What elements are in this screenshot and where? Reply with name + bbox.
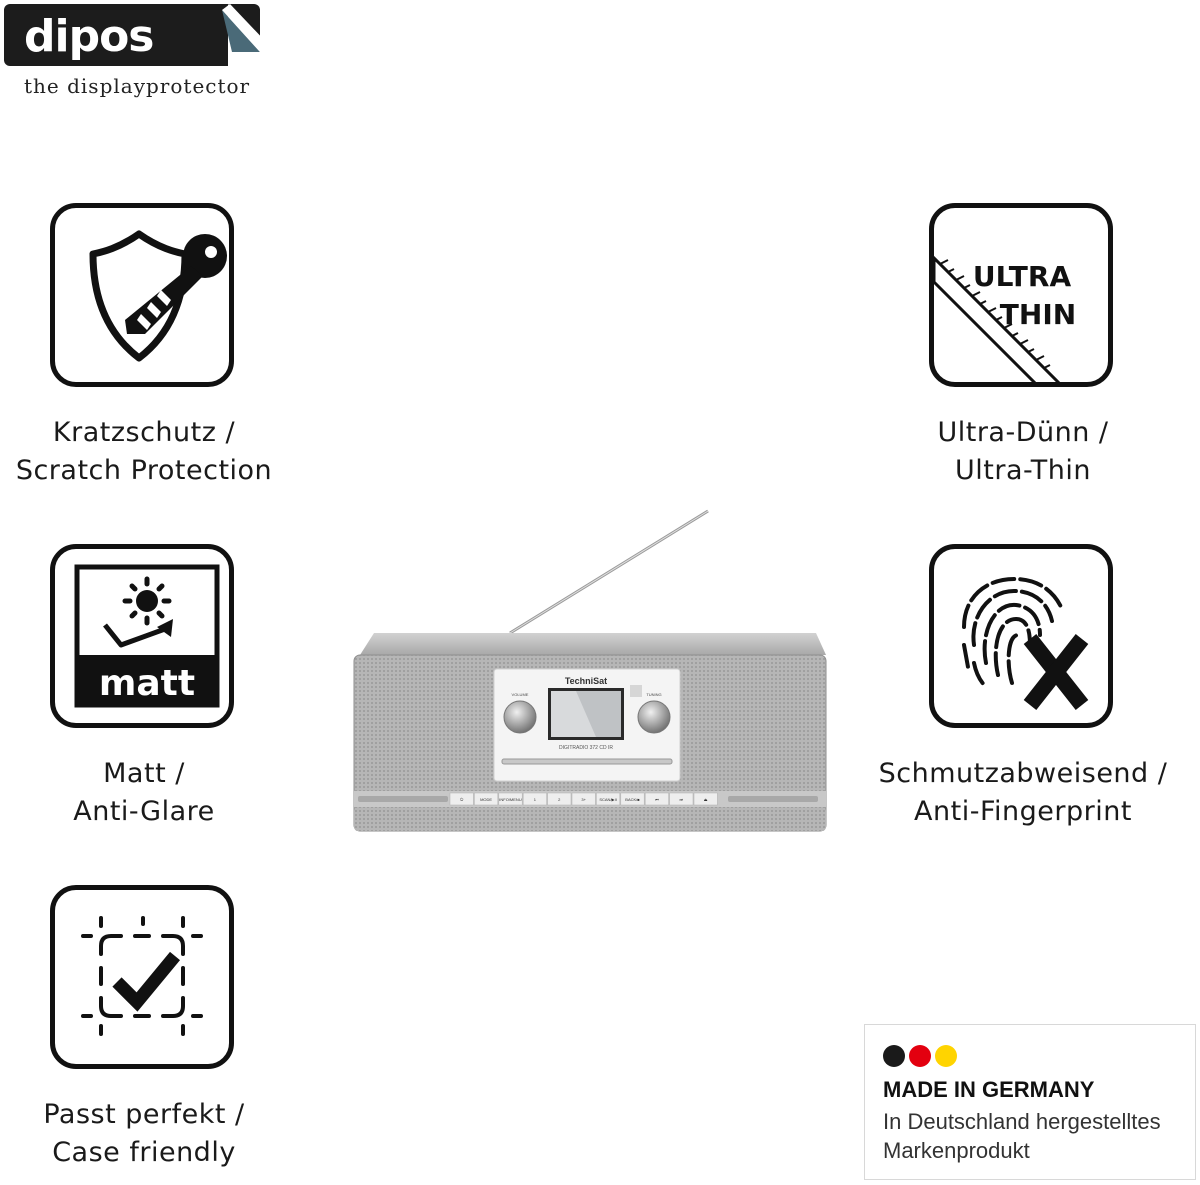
radio-front-button-label: 3+ <box>581 797 586 802</box>
radio-front-button <box>693 792 718 806</box>
caption-line-2: Scratch Protection <box>15 455 273 486</box>
radio-front-button <box>644 792 669 806</box>
logo-badge <box>4 4 260 66</box>
product-radio-image: TechniSat DIGITRADIO 372 CD IR VOLUME TU… <box>353 509 827 832</box>
radio-front-button-label: MODE <box>480 797 492 802</box>
radio-front-button-label: INFO/MENU <box>499 797 522 802</box>
scratch-protection-caption: Kratzschutz / Scratch Protection <box>0 414 334 490</box>
caption-line-2: Anti-Fingerprint <box>914 796 1132 827</box>
matt-icon-label: matt <box>99 663 195 704</box>
thin-label: THIN <box>1000 298 1076 331</box>
case-friendly-tile <box>50 885 234 1069</box>
anti-fingerprint-caption: Schmutzabweisend / Anti-Fingerprint <box>833 755 1200 831</box>
matt-tile: matt <box>50 544 234 728</box>
radio-front-button <box>571 792 596 806</box>
caption-line-2: Ultra-Thin <box>955 455 1091 486</box>
anti-fingerprint-tile <box>929 544 1113 728</box>
radio-front-button <box>474 792 499 806</box>
sun-matt-icon: matt <box>74 564 220 708</box>
ultra-thin-tile: ULTRA THIN <box>929 203 1113 387</box>
ultra-thin-caption: Ultra-Dünn / Ultra-Thin <box>833 414 1200 490</box>
fingerprint-x-icon <box>962 576 1089 710</box>
radio-model: DIGITRADIO 372 CD IR <box>559 745 613 751</box>
volume-label: VOLUME <box>512 692 529 697</box>
radio-button-row: ⏻ MODE INFO/MENU 1 2 3+ SCAN/▶II BACK/■ ⏮ ⏭ ⏏ <box>449 792 718 806</box>
flag-dot-gold <box>935 1045 957 1067</box>
radio-front-button <box>522 792 547 806</box>
caption-line-1: Matt / <box>103 758 185 789</box>
radio-front-button-label: BACK/■ <box>625 797 640 802</box>
scratch-protection-tile <box>50 203 234 387</box>
radio-front-button-label: 2 <box>558 797 561 802</box>
radio-front-button-label: ⏮ <box>655 797 659 802</box>
ultra-label: ULTRA <box>973 260 1072 293</box>
matt-caption: Matt / Anti-Glare <box>0 755 334 831</box>
radio-front-button <box>596 792 621 806</box>
made-in-germany-line-2: Markenprodukt <box>883 1138 1030 1163</box>
radio-front-button-label: ⏏ <box>704 797 708 802</box>
flag-dot-red <box>909 1045 931 1067</box>
caption-line-2: Case friendly <box>52 1137 236 1168</box>
radio-front-button-label: 1 <box>534 797 537 802</box>
page-curl-icon <box>222 4 268 66</box>
caption-line-1: Ultra-Dünn / <box>937 417 1109 448</box>
radio-front-button-label: ⏭ <box>679 797 683 802</box>
radio-front-button <box>669 792 694 806</box>
made-in-germany-line-1: In Deutschland hergestelltes <box>883 1109 1161 1134</box>
made-in-germany-badge: MADE IN GERMANY In Deutschland hergestel… <box>864 1024 1196 1180</box>
caption-line-1: Schmutzabweisend / <box>878 758 1168 789</box>
radio-front-button-label: ⏻ <box>460 797 464 802</box>
radio-brand: TechniSat <box>565 676 607 686</box>
made-in-germany-title: MADE IN GERMANY <box>883 1077 1095 1102</box>
radio-front-button <box>449 792 474 806</box>
radio-front-button <box>547 792 572 806</box>
radio-front-button-label: SCAN/▶II <box>599 797 617 802</box>
logo-wordmark: dipos <box>24 11 154 62</box>
logo-tagline: the displayprotector <box>24 74 251 98</box>
caption-line-1: Passt perfekt / <box>43 1099 245 1130</box>
ultra-thin-ruler-icon: ULTRA THIN <box>934 255 1076 382</box>
case-fit-check-icon <box>81 916 203 1036</box>
tuning-label: TUNING <box>646 692 661 697</box>
radio-front-button <box>498 792 523 806</box>
caption-line-2: Anti-Glare <box>73 796 215 827</box>
radio-front-button <box>620 792 645 806</box>
flag-dot-black <box>883 1045 905 1067</box>
brand-logo: dipos the displayprotector <box>4 4 268 104</box>
caption-line-1: Kratzschutz / <box>52 417 236 448</box>
shield-key-icon <box>89 230 227 362</box>
case-friendly-caption: Passt perfekt / Case friendly <box>0 1096 334 1172</box>
